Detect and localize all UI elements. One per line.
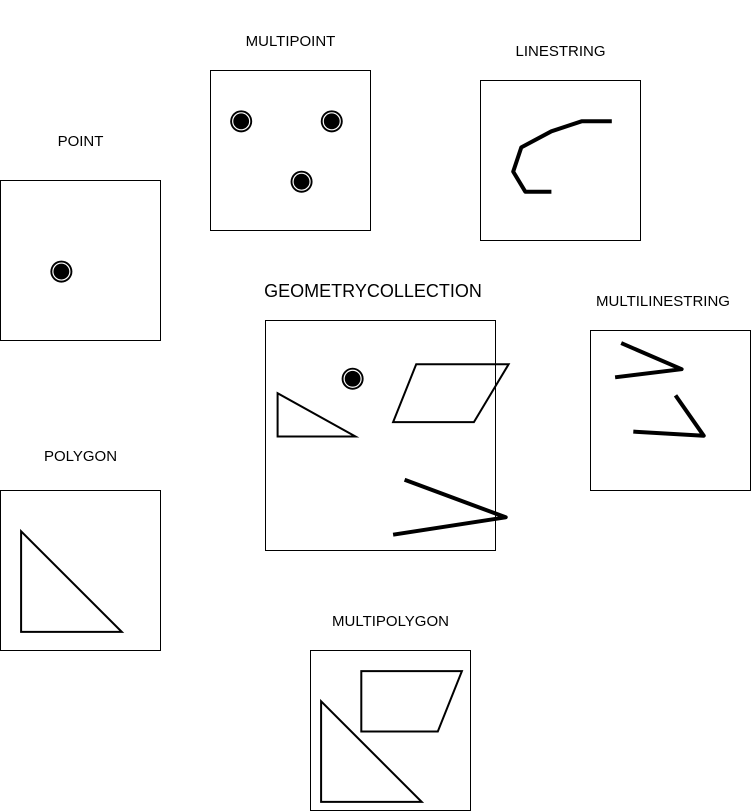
panel-label: GEOMETRYCOLLECTION — [264, 281, 482, 301]
multipoint-canvas — [230, 110, 343, 193]
panel-label: MULTILINESTRING — [596, 293, 730, 310]
polygon-shape — [320, 698, 425, 803]
panel-polygon: POLYGON — [0, 445, 161, 651]
linestring-path — [511, 119, 612, 194]
panel-multilinestring: MULTILINESTRING — [585, 290, 751, 491]
geometry-frame — [480, 80, 641, 241]
point-marker-outer — [230, 110, 253, 133]
point-canvas — [50, 260, 73, 283]
polygon-shape — [20, 528, 125, 633]
polygon-shape — [276, 391, 360, 438]
polygon-canvas — [20, 528, 125, 633]
panel-label: MULTIPOLYGON — [332, 613, 449, 630]
point-marker-ring — [52, 262, 71, 281]
panel-linestring: LINESTRING — [480, 40, 641, 241]
geometry-frame — [0, 180, 161, 341]
geometry-frame — [210, 70, 371, 231]
polygon-shape — [360, 670, 464, 733]
geometry-frame — [265, 320, 511, 551]
point-marker-ring — [292, 172, 311, 191]
linestring-path — [392, 477, 508, 537]
point-marker-outer — [320, 110, 343, 133]
polygon-shape — [391, 363, 511, 424]
point-marker-outer — [50, 260, 73, 283]
panel-point: POINT — [0, 130, 161, 341]
multipolygon-canvas — [320, 670, 464, 803]
point-marker-outer — [290, 170, 313, 193]
panel-label: POLYGON — [43, 448, 118, 465]
linestring-path — [614, 341, 684, 380]
geometrycollection-canvas — [276, 363, 511, 537]
point-marker-ring — [232, 112, 251, 131]
panel-label: POINT — [57, 133, 104, 150]
panel-multipolygon: MULTIPOLYGON — [310, 610, 471, 811]
panel-multipoint: MULTIPOINT — [210, 30, 371, 231]
panel-geometrycollection: GEOMETRYCOLLECTION — [255, 280, 511, 551]
geometry-frame — [0, 490, 161, 651]
panel-label: MULTIPOINT — [245, 33, 336, 50]
geometry-frame — [310, 650, 471, 811]
geometry-frame — [590, 330, 751, 491]
point-marker-outer — [341, 367, 364, 390]
point-marker-ring — [343, 369, 362, 388]
panel-label: LINESTRING — [515, 43, 606, 60]
linestring-canvas — [511, 119, 612, 194]
linestring-path — [633, 394, 706, 438]
multilinestring-canvas — [614, 341, 706, 438]
point-marker-ring — [322, 112, 341, 131]
